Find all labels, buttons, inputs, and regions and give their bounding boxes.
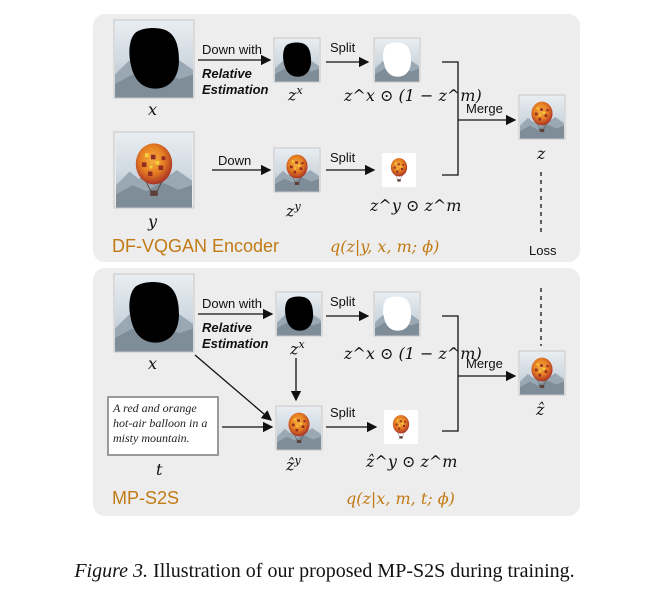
s2s-merge-output-zhat: ẑ [536, 400, 545, 419]
split-zx-hole-image [373, 37, 421, 83]
split-zy-balloon-image [382, 153, 416, 187]
s2s-merge-label: Merge [466, 356, 503, 371]
s2s-input-x-masked-image [113, 273, 195, 353]
encoder-down-with-label: Down with [202, 42, 262, 57]
encoder-input-x-label: x [148, 100, 158, 119]
s2s-relative-estimation-label: Relative Estimation [202, 320, 269, 351]
s2s-zx-label: zx [290, 338, 305, 359]
input-y-balloon-image [113, 131, 195, 209]
encoder-zx-label: zx [288, 84, 303, 105]
downsampled-zy-image [273, 147, 321, 193]
loss-label: Loss [529, 243, 557, 258]
s2s-split-label-2: Split [330, 405, 356, 420]
encoder-zy-label: zy [286, 200, 301, 221]
s2s-input-x-label: x [148, 354, 158, 373]
encoder-merge-label: Merge [466, 101, 503, 116]
encoder-input-y-label: y [148, 212, 158, 231]
encoder-split-result-2: z^y ⊙ z^m [370, 196, 462, 215]
s2s-zhat-y-label: ẑy [286, 454, 301, 475]
encoder-split-label-1: Split [330, 40, 356, 55]
downsampled-zx-image [273, 37, 321, 83]
s2s-down-with-label: Down with [202, 296, 262, 311]
s2s-predicted-zy-image [275, 405, 323, 451]
s2s-split-result-1: z^x ⊙ (1 − z^m) [344, 344, 482, 363]
input-x-masked-image [113, 19, 195, 99]
encoder-panel-title: DF-VQGAN Encoder [112, 236, 280, 256]
s2s-downsampled-zx-image [275, 291, 323, 337]
encoder-relative-estimation-label: Relative Estimation [202, 66, 269, 97]
encoder-connectors [198, 54, 542, 232]
text-prompt-box: A red and orange hot-air balloon in a mi… [107, 396, 219, 456]
figure-number: Figure 3. [74, 560, 149, 582]
encoder-down-label: Down [218, 153, 252, 168]
s2s-split-zy-balloon-image [384, 410, 418, 444]
s2s-split-result-2: ẑ^y ⊙ z^m [366, 452, 458, 471]
s2s-split-label-1: Split [330, 294, 356, 309]
encoder-merge-output-z: z [537, 144, 546, 163]
s2s-text-t-label: t [156, 460, 163, 479]
encoder-objective: q(z|y, x, m; ϕ) [330, 237, 440, 256]
encoder-split-label-2: Split [330, 150, 356, 165]
s2s-split-zx-hole-image [373, 291, 421, 337]
s2s-merged-zhat-image [518, 350, 566, 396]
encoder-split-result-1: z^x ⊙ (1 − z^m) [344, 86, 482, 105]
s2s-objective: q(z|x, m, t; ϕ) [346, 489, 455, 508]
s2s-connectors [194, 288, 542, 433]
merged-z-image [518, 94, 566, 140]
figure-caption: Figure 3. Illustration of our proposed M… [0, 560, 649, 583]
caption-text: Illustration of our proposed MP-S2S duri… [153, 560, 575, 582]
s2s-panel-title: MP-S2S [112, 488, 180, 508]
